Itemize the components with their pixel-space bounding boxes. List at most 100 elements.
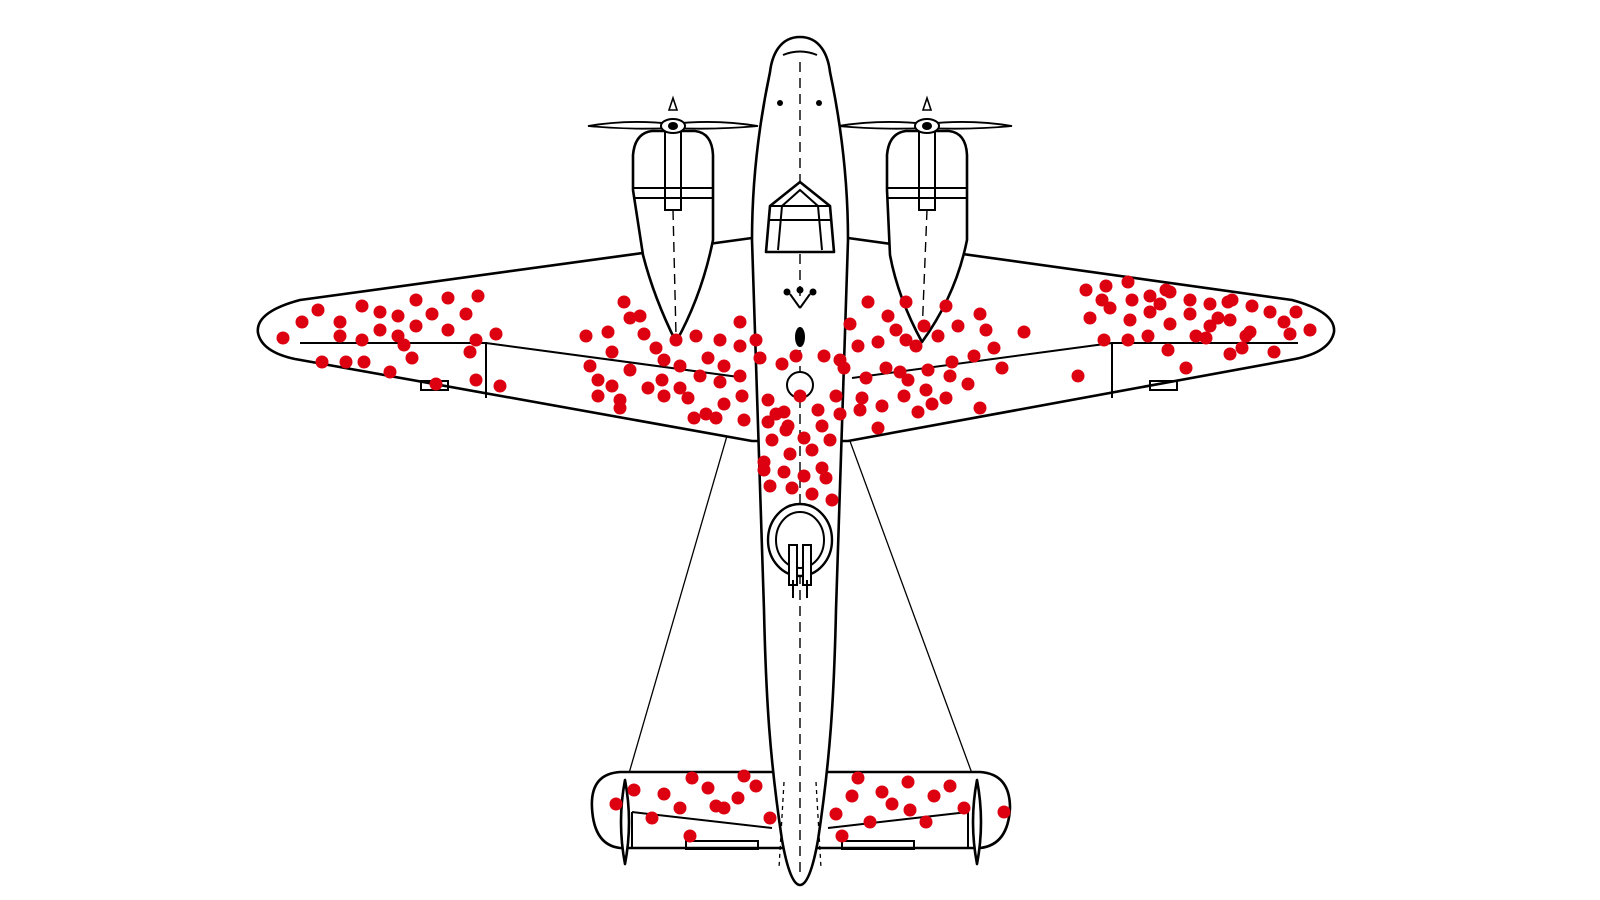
damage-marker xyxy=(789,349,803,363)
damage-marker xyxy=(819,471,833,485)
damage-marker xyxy=(605,345,619,359)
damage-marker xyxy=(1083,311,1097,325)
damage-marker xyxy=(815,419,829,433)
damage-marker xyxy=(979,323,993,337)
damage-marker xyxy=(713,333,727,347)
damage-marker xyxy=(1277,315,1291,329)
damage-marker xyxy=(333,329,347,343)
damage-marker xyxy=(1239,329,1253,343)
damage-marker xyxy=(911,405,925,419)
damage-marker xyxy=(859,371,873,385)
damage-marker xyxy=(1223,313,1237,327)
damage-marker xyxy=(441,291,455,305)
damage-marker xyxy=(843,317,857,331)
damage-marker xyxy=(1245,299,1259,313)
damage-marker xyxy=(1079,283,1093,297)
antenna-icon xyxy=(783,286,817,347)
damage-marker xyxy=(276,331,290,345)
damage-marker xyxy=(769,407,783,421)
damage-marker xyxy=(853,403,867,417)
damage-marker xyxy=(1121,275,1135,289)
damage-marker xyxy=(855,391,869,405)
damage-marker xyxy=(967,349,981,363)
damage-marker xyxy=(493,379,507,393)
damage-marker xyxy=(797,431,811,445)
damage-marker xyxy=(761,415,775,429)
damage-marker xyxy=(623,311,637,325)
damage-marker xyxy=(645,811,659,825)
damage-marker xyxy=(785,481,799,495)
damage-marker xyxy=(591,373,605,387)
damage-marker xyxy=(1203,297,1217,311)
damage-marker xyxy=(829,807,843,821)
damage-marker xyxy=(425,307,439,321)
damage-markers xyxy=(276,275,1317,843)
damage-marker xyxy=(763,479,777,493)
damage-marker xyxy=(1183,293,1197,307)
damage-marker xyxy=(1221,295,1235,309)
damage-marker xyxy=(899,333,913,347)
damage-marker xyxy=(885,797,899,811)
damage-marker xyxy=(701,781,715,795)
damage-marker xyxy=(641,381,655,395)
damage-marker xyxy=(709,411,723,425)
damage-marker xyxy=(583,359,597,373)
damage-marker xyxy=(811,403,825,417)
damage-marker xyxy=(459,307,473,321)
damage-marker xyxy=(1189,329,1203,343)
damage-marker xyxy=(927,789,941,803)
damage-marker xyxy=(1103,301,1117,315)
damage-marker xyxy=(931,329,945,343)
damage-marker xyxy=(805,443,819,457)
damage-marker xyxy=(753,351,767,365)
damage-marker xyxy=(1163,317,1177,331)
damage-marker xyxy=(717,801,731,815)
damage-marker xyxy=(1235,341,1249,355)
damage-marker xyxy=(609,797,623,811)
damage-marker xyxy=(765,433,779,447)
damage-marker xyxy=(1211,311,1225,325)
left-engine-nacelle xyxy=(631,129,715,344)
damage-marker xyxy=(829,389,843,403)
damage-marker xyxy=(901,775,915,789)
damage-marker xyxy=(783,447,797,461)
damage-marker xyxy=(397,338,411,352)
damage-marker xyxy=(591,389,605,403)
right-propeller-icon xyxy=(837,95,1013,134)
damage-marker xyxy=(881,309,895,323)
damage-marker xyxy=(777,465,791,479)
damage-marker xyxy=(825,493,839,507)
damage-marker xyxy=(669,333,683,347)
damage-marker xyxy=(383,365,397,379)
damage-marker xyxy=(1141,329,1155,343)
damage-marker xyxy=(763,811,777,825)
damage-marker xyxy=(861,295,875,309)
damage-marker xyxy=(925,397,939,411)
damage-marker xyxy=(951,319,965,333)
damage-marker xyxy=(355,299,369,313)
damage-marker xyxy=(817,349,831,363)
damage-marker xyxy=(793,389,807,403)
damage-marker xyxy=(1283,327,1297,341)
damage-marker xyxy=(997,805,1011,819)
damage-marker xyxy=(373,305,387,319)
damage-marker xyxy=(315,355,329,369)
damage-marker xyxy=(311,303,325,317)
damage-marker xyxy=(733,339,747,353)
damage-marker xyxy=(1223,347,1237,361)
damage-marker xyxy=(943,779,957,793)
damage-marker xyxy=(687,411,701,425)
damage-marker xyxy=(685,771,699,785)
damage-marker xyxy=(805,487,819,501)
damage-marker xyxy=(851,771,865,785)
damage-marker xyxy=(815,461,829,475)
damage-marker xyxy=(1121,333,1135,347)
damage-marker xyxy=(373,323,387,337)
damage-marker xyxy=(879,361,893,375)
damage-marker xyxy=(649,341,663,355)
damage-marker xyxy=(871,335,885,349)
damage-marker xyxy=(339,355,353,369)
left-fin xyxy=(619,778,631,866)
damage-marker xyxy=(333,315,347,329)
